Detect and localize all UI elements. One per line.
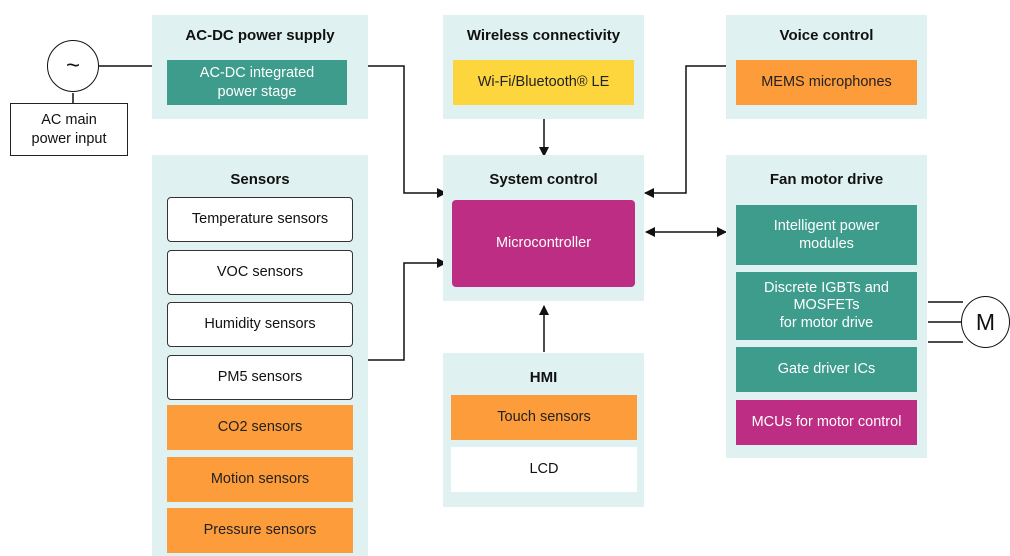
fan-motor-drive-panel: Fan motor drive Intelligent power module…: [726, 155, 927, 458]
power-stage-block: AC-DC integrated power stage: [167, 60, 347, 105]
sine-wave-icon: ~: [65, 52, 80, 79]
system-control-panel: System control Microcontroller: [443, 155, 644, 301]
voice-control-panel: Voice control MEMS microphones: [726, 15, 927, 119]
touch-sensors-block: Touch sensors: [451, 395, 637, 440]
fan-motor-drive-title: Fan motor drive: [769, 171, 884, 188]
voice-control-title: Voice control: [779, 27, 874, 44]
power-supply-panel: AC-DC power supply AC-DC integrated powe…: [152, 15, 368, 119]
power-supply-title: AC-DC power supply: [185, 27, 335, 44]
lcd-block: LCD: [451, 447, 637, 492]
motion-sensors-block: Motion sensors: [167, 457, 353, 502]
mems-microphones-block: MEMS microphones: [736, 60, 917, 105]
sensors-title: Sensors: [230, 171, 290, 188]
hmi-panel: HMI Touch sensors LCD: [443, 353, 644, 507]
system-control-title: System control: [489, 171, 598, 188]
pm5-sensors-block: PM5 sensors: [167, 355, 353, 400]
pressure-sensors-block: Pressure sensors: [167, 508, 353, 553]
voc-sensors-block: VOC sensors: [167, 250, 353, 295]
humidity-sensors-block: Humidity sensors: [167, 302, 353, 347]
motor-symbol: M: [961, 296, 1010, 348]
hmi-title: HMI: [529, 369, 558, 386]
sensors-panel: Sensors Temperature sensors VOC sensors …: [152, 155, 368, 556]
motor-icon: M: [975, 308, 996, 335]
co2-sensors-block: CO2 sensors: [167, 405, 353, 450]
wifi-bluetooth-block: Wi-Fi/Bluetooth® LE: [453, 60, 634, 105]
temperature-sensors-block: Temperature sensors: [167, 197, 353, 242]
intelligent-power-modules-block: Intelligent power modules: [736, 205, 917, 265]
gate-driver-ics-block: Gate driver ICs: [736, 347, 917, 392]
discrete-igbts-mosfets-block: Discrete IGBTs and MOSFETs for motor dri…: [736, 272, 917, 340]
ac-main-power-input-label: AC main power input: [10, 103, 128, 156]
wireless-title: Wireless connectivity: [466, 27, 621, 44]
microcontroller-block: Microcontroller: [452, 200, 635, 287]
mcus-for-motor-control-block: MCUs for motor control: [736, 400, 917, 445]
ac-source-symbol: ~: [47, 40, 99, 92]
wireless-panel: Wireless connectivity Wi-Fi/Bluetooth® L…: [443, 15, 644, 119]
